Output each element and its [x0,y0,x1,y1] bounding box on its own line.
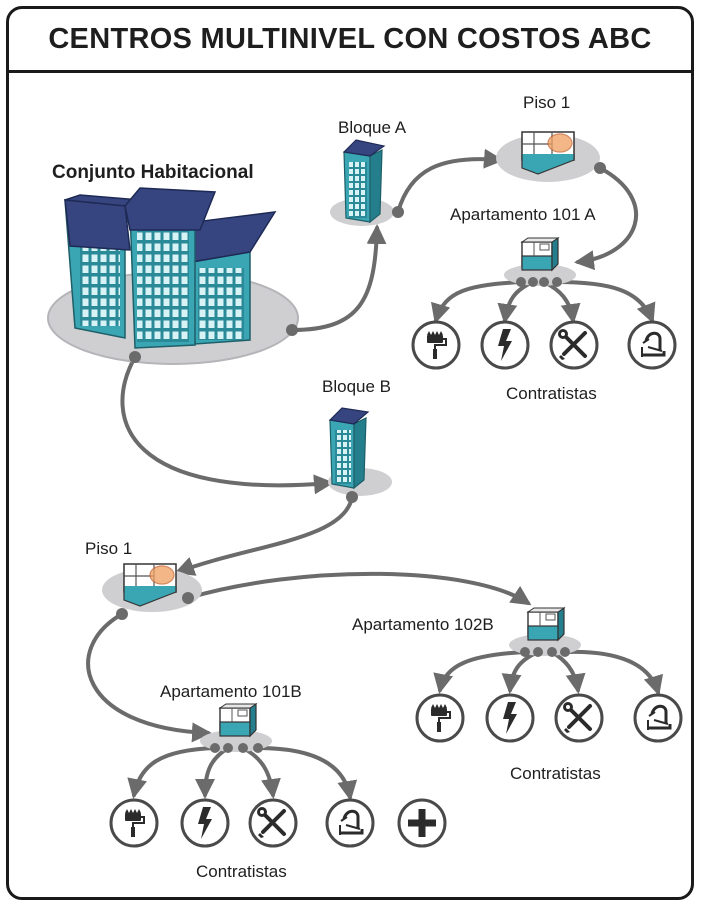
wrench-screwdriver-icon-101b [248,798,298,848]
plumbing-icon-102b [633,693,683,743]
plus-icon-101b [397,798,447,848]
label-apt-102b: Apartamento 102B [352,615,494,634]
connector-complex-to-block-a [290,224,387,332]
apartment-101b-icon [200,703,272,753]
connector-102b-electric [501,650,540,694]
connector-floor-to-apt-101a [574,166,639,271]
connector-block-b-to-floor [174,495,354,576]
connector-floor-to-apt-102b [186,571,532,606]
lightning-icon-101b [180,798,230,848]
lightning-icon-101a [480,320,530,370]
block-b-building-icon [328,407,392,503]
connector-floor-to-apt-101b [86,612,212,743]
connector-101a-painter [431,280,523,324]
diagram-title: CENTROS MULTINIVEL CON COSTOS ABC [48,23,652,55]
wrench-screwdriver-icon-102b [554,693,604,743]
wrench-screwdriver-icon-101a [549,320,599,370]
connector-102b-tools [550,650,586,694]
connector-101b-electric [195,746,230,799]
apartment-101a-icon [504,237,576,287]
label-contractors-101b: Contratistas [196,862,287,881]
floor-b-plan-icon [102,563,202,620]
connector-101a-plumbing [555,280,656,324]
connector-101b-tools [241,746,281,799]
label-contractors-102b: Contratistas [510,764,601,783]
block-a-building-icon [330,139,404,226]
label-block-b: Bloque B [322,377,391,396]
label-contractors-a: Contratistas [506,384,597,403]
connector-102b-plumbing [563,649,664,696]
label-block-a: Bloque A [338,118,407,137]
connector-102b-painter [433,650,527,694]
plumbing-icon-101a [627,320,677,370]
apartment-102b-icon [509,607,581,657]
label-apt-101a: Apartamento 101 A [450,205,596,224]
connector-101a-tools [542,280,581,324]
label-complex: Conjunto Habitacional [52,162,254,183]
connector-block-a-to-floor [396,148,504,214]
housing-complex-icon [47,187,299,365]
floor-a-plan-icon [496,131,606,182]
label-apt-101b: Apartamento 101B [160,682,302,701]
label-floor-b: Piso 1 [85,539,132,558]
connector-101b-plumbing [256,746,358,801]
paint-roller-icon-102b [415,693,465,743]
paint-roller-icon-101b [109,798,159,848]
title-bar: CENTROS MULTINIVEL CON COSTOS ABC [9,9,691,73]
lightning-icon-102b [485,693,535,743]
plumbing-icon-101b [325,798,375,848]
connector-complex-to-block-b [120,355,334,495]
label-floor-a: Piso 1 [523,93,570,112]
paint-roller-icon-101a [411,320,461,370]
connector-101a-electric [497,280,535,324]
connector-101b-painter [127,746,217,799]
